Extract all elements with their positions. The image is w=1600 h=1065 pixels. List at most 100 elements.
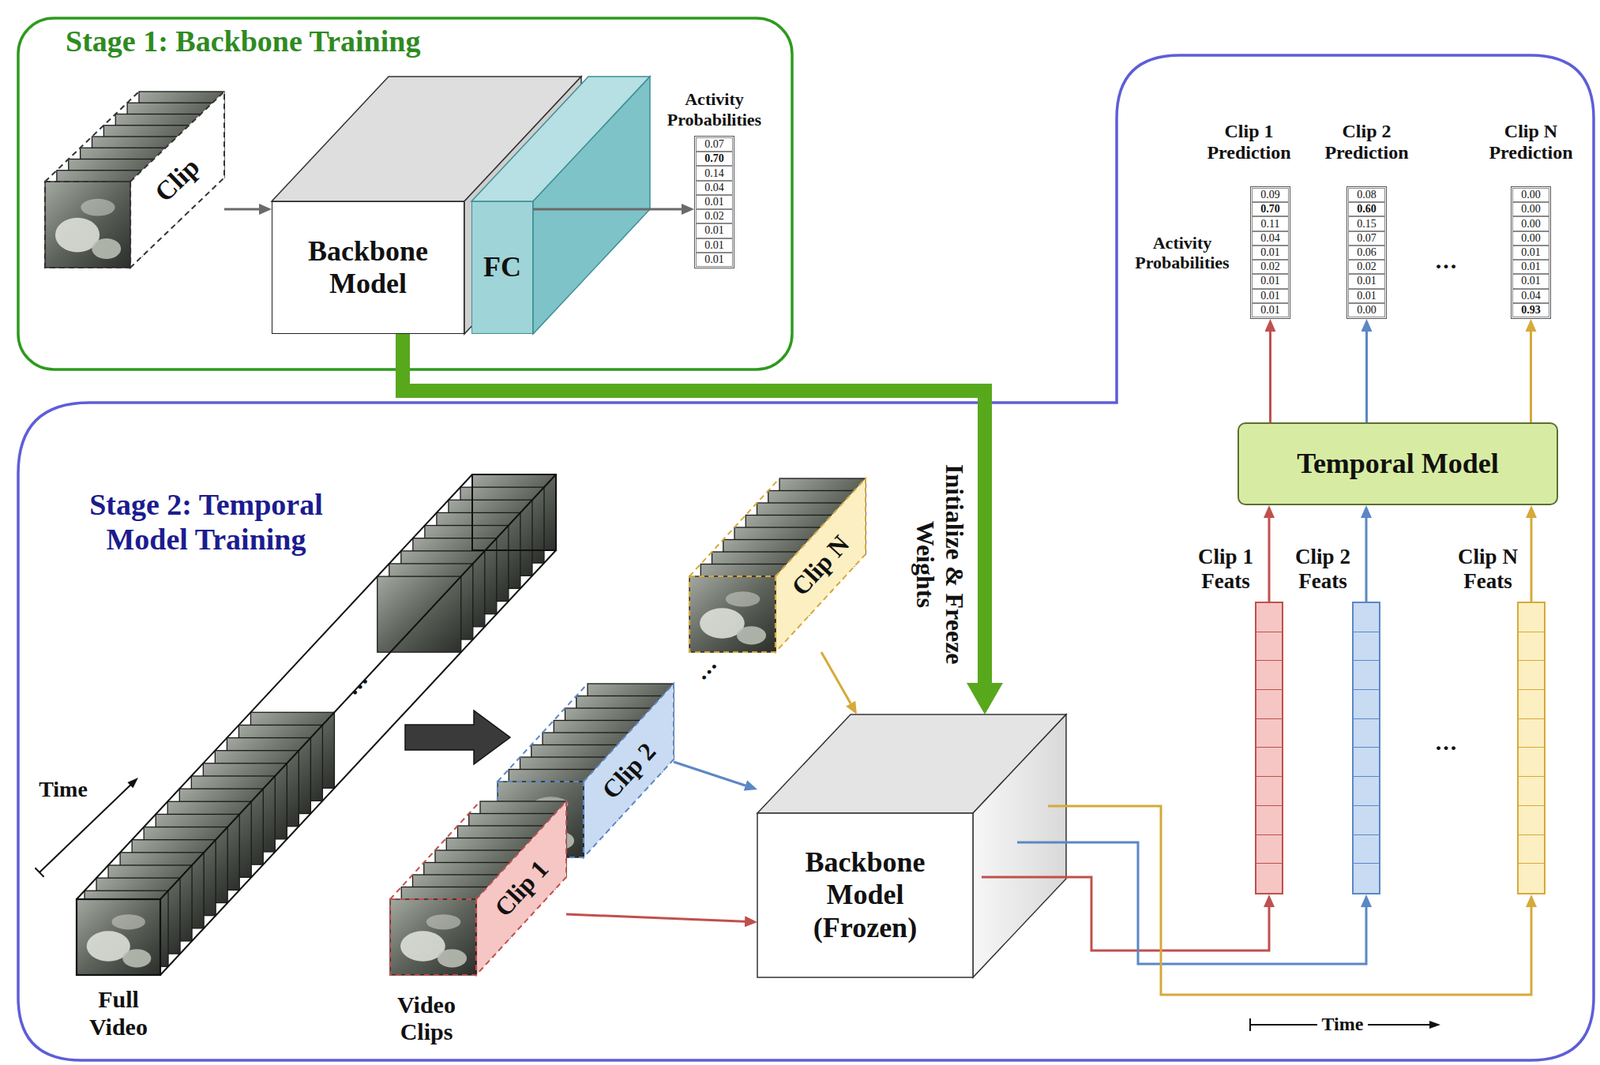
feature-cell bbox=[1518, 835, 1544, 865]
table-cell: 0.00 bbox=[1348, 303, 1386, 318]
clip-label: Clip 2 bbox=[595, 736, 662, 805]
frame-scene bbox=[725, 591, 761, 607]
temporal-model-box: Temporal Model bbox=[1237, 422, 1559, 506]
clip-illustration bbox=[390, 801, 567, 976]
annotation-label: ... bbox=[1419, 728, 1475, 757]
table-cell: 0.02 bbox=[1251, 259, 1289, 275]
stage-heading: Stage 2: Temporal Model Training bbox=[56, 488, 357, 557]
frame-scene bbox=[122, 949, 151, 968]
vector-heading: Clip 2 Feats bbox=[1287, 544, 1359, 594]
feature-cell bbox=[1353, 603, 1379, 633]
feature-cell bbox=[1518, 603, 1544, 633]
connector-arrow bbox=[673, 762, 746, 786]
frame-scene bbox=[91, 238, 121, 260]
vector-heading: Clip N Feats bbox=[1452, 544, 1524, 594]
table-cell: 0.14 bbox=[695, 165, 733, 181]
table-cell: 0.70 bbox=[1251, 202, 1289, 217]
frame-scene bbox=[426, 914, 462, 930]
heading-holder: Clip N Prediction bbox=[1476, 120, 1587, 165]
stage-outline bbox=[18, 55, 1594, 1061]
feature-cell bbox=[1256, 603, 1282, 633]
stage-panel: Stage 1: Backbone TrainingClipBackbone M… bbox=[18, 18, 793, 370]
clip-stack: Clip bbox=[130, 91, 225, 268]
connector-arrow bbox=[821, 652, 851, 704]
annotation-label: Activity Probabilities bbox=[1123, 232, 1242, 274]
clip-stack: Clip N bbox=[775, 478, 866, 653]
clip-illustration bbox=[689, 478, 866, 653]
connector-arrow bbox=[402, 334, 985, 684]
table-cell: 0.11 bbox=[1251, 216, 1289, 231]
video-frame bbox=[377, 576, 462, 653]
table-cell: 0.00 bbox=[1512, 216, 1550, 231]
connector-arrow bbox=[1066, 842, 1367, 965]
table-cell: 0.00 bbox=[1512, 187, 1550, 203]
annotation-label: Video Clips bbox=[383, 991, 470, 1047]
frame-scene bbox=[437, 949, 467, 968]
stack-outline bbox=[472, 474, 556, 551]
table-cell: 0.01 bbox=[1251, 274, 1289, 289]
connector-arrow bbox=[224, 208, 260, 211]
annotation-label: ... bbox=[1419, 247, 1475, 275]
clip-stack: Clip 1 bbox=[476, 801, 567, 976]
table-cell: 0.02 bbox=[1348, 259, 1386, 275]
time-axis-tick bbox=[1249, 1018, 1251, 1032]
table-cell: 0.01 bbox=[1512, 245, 1550, 260]
block-front-face bbox=[757, 813, 973, 978]
feature-cell bbox=[1256, 632, 1282, 662]
feature-cell bbox=[1518, 806, 1544, 836]
box-label: Backbone Model (Frozen) bbox=[778, 846, 953, 945]
connector-arrow bbox=[1066, 806, 1532, 996]
video-frame bbox=[689, 576, 776, 653]
feature-vector: Clip 2 Feats bbox=[1352, 601, 1381, 895]
table-cell: 0.01 bbox=[1251, 303, 1289, 318]
heading-holder: Stage 2: Temporal Model Training bbox=[56, 488, 357, 557]
front-face-area: Backbone Model (Frozen) bbox=[757, 813, 973, 978]
feature-vector: Clip 1 Feats bbox=[1254, 601, 1284, 895]
time-axis-tick bbox=[34, 867, 44, 878]
box-label: Backbone Model bbox=[289, 235, 447, 301]
table-cell: 0.09 bbox=[1251, 187, 1289, 203]
backbone-box: Backbone Model (Frozen) bbox=[757, 714, 1067, 978]
stage-heading: Stage 1: Backbone Training bbox=[65, 24, 421, 60]
split-arrow bbox=[405, 710, 511, 765]
heading-holder: Clip 1 Prediction bbox=[1194, 120, 1305, 165]
table-cell: 0.07 bbox=[1348, 231, 1386, 246]
table-cell: 0.00 bbox=[1512, 202, 1550, 217]
table-cell: 0.01 bbox=[1348, 274, 1386, 289]
frame-outline bbox=[390, 899, 477, 976]
heading-holder: Clip 2 Prediction bbox=[1311, 120, 1423, 165]
table-cell: 0.08 bbox=[1348, 187, 1386, 203]
connector-arrow bbox=[1365, 331, 1368, 423]
feature-wire bbox=[1017, 841, 1067, 845]
clip-label-face bbox=[583, 683, 674, 858]
vector-heading: Activity Probabilities bbox=[651, 89, 778, 130]
vector-heading: Clip N Prediction bbox=[1476, 120, 1587, 165]
probability-vector: Activity Probabilities0.070.700.140.040.… bbox=[694, 135, 735, 269]
prediction-vector: Clip 1 Prediction0.090.700.110.040.010.0… bbox=[1250, 186, 1291, 320]
feature-cell bbox=[1256, 747, 1282, 778]
vector-heading: Clip 2 Prediction bbox=[1311, 120, 1423, 165]
clip-label-face bbox=[775, 478, 866, 653]
feature-cell bbox=[1353, 690, 1379, 720]
table-cell: 0.01 bbox=[695, 223, 733, 238]
table-cell: 0.04 bbox=[1512, 289, 1550, 304]
feature-cell bbox=[1353, 863, 1379, 894]
feature-wire bbox=[1047, 805, 1067, 808]
table-cell: 0.01 bbox=[1251, 289, 1289, 304]
feature-cell bbox=[1353, 661, 1379, 691]
arrow-head bbox=[127, 777, 139, 789]
video-frame bbox=[45, 181, 131, 268]
frame-scene bbox=[736, 626, 767, 645]
stack-outline bbox=[45, 91, 139, 182]
video-label: Full Video bbox=[71, 986, 166, 1041]
prediction-vector: Clip 2 Prediction0.080.600.150.070.060.0… bbox=[1346, 186, 1387, 320]
feature-cell bbox=[1518, 863, 1544, 894]
table-cell: 0.01 bbox=[1348, 289, 1386, 304]
connector-arrow bbox=[566, 914, 745, 922]
box-label: FC bbox=[483, 251, 522, 284]
feature-cell bbox=[1353, 747, 1379, 778]
feature-cell bbox=[1256, 806, 1282, 836]
table-cell: 0.04 bbox=[695, 180, 733, 196]
feature-cell bbox=[1353, 806, 1379, 836]
